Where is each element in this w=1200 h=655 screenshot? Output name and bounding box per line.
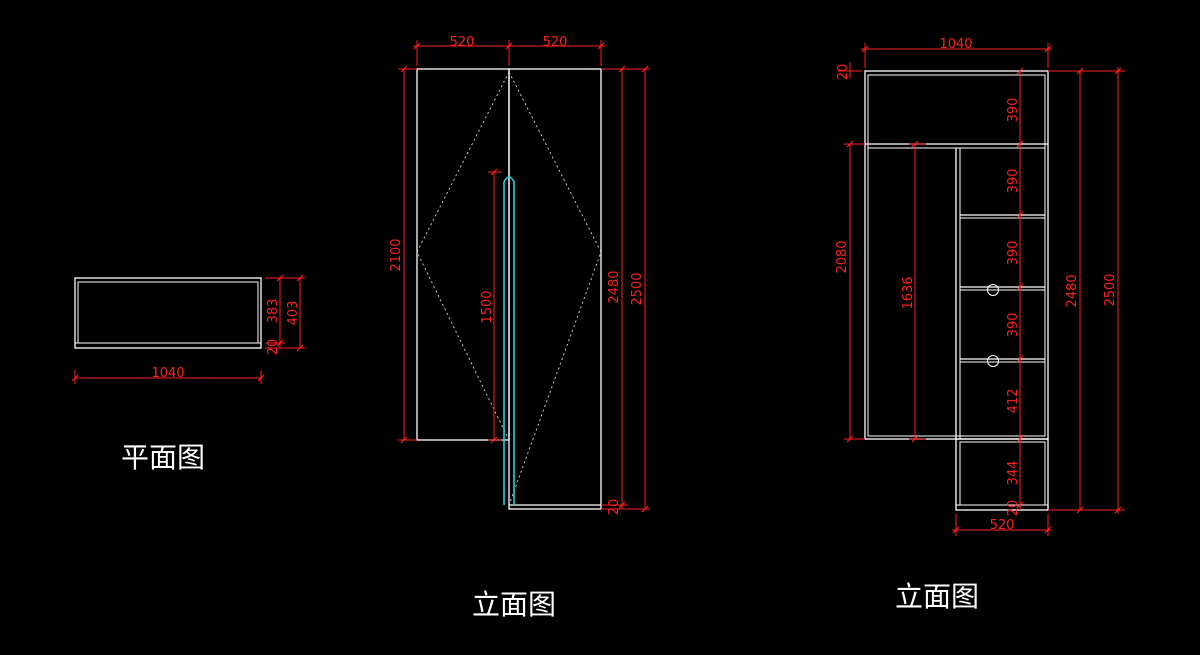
- section-top-panel-dim: 20: [836, 64, 851, 81]
- bottom-box: [955, 438, 1049, 511]
- right-door: [508, 68, 602, 510]
- plan-outline: [74, 277, 262, 349]
- shelf-5-dim: 412: [1006, 389, 1021, 414]
- upper-height-dim: 2100: [389, 238, 404, 271]
- front-elevation: 520 520 2100 1500 2480 2500 20 立面图: [389, 35, 650, 621]
- bottom-box-dim: 344: [1006, 461, 1021, 486]
- shelf-4-dim: 390: [1006, 313, 1021, 338]
- handle-length-dim: 1500: [480, 290, 495, 323]
- knob-2: [987, 355, 999, 367]
- plan-view: 1040 383 403 20 平面图: [71, 274, 305, 474]
- section-total-height-dim: 2500: [1103, 273, 1118, 306]
- section-bottom-width-dim: 520: [990, 518, 1015, 533]
- section-elevation-title: 立面图: [895, 580, 979, 613]
- right-door-swing: [508, 71, 602, 506]
- section-hanging-height-dim: 1636: [901, 276, 916, 309]
- plan-width-dim: 1040: [151, 366, 184, 381]
- shelf-1-dim: 390: [1006, 98, 1021, 123]
- left-door-swing: [416, 71, 510, 441]
- front-elevation-title: 立面图: [472, 588, 556, 621]
- section-bottom-panel-dim: 20: [1006, 500, 1021, 517]
- section-left-height-dim: 2080: [835, 240, 850, 273]
- section-width-dim: 1040: [939, 37, 972, 52]
- left-door: [416, 68, 510, 441]
- shelf-2-dim: 390: [1006, 169, 1021, 194]
- plan-depth-total-dim: 403: [286, 301, 301, 326]
- section-inner-height-dim: 2480: [1065, 274, 1080, 307]
- plan-title: 平面图: [121, 441, 205, 474]
- knob-1: [987, 284, 999, 296]
- right-door-width-dim: 520: [543, 35, 568, 50]
- front-total-height-dim: 2500: [630, 272, 645, 305]
- plan-back-dim: 20: [266, 339, 281, 356]
- plan-inner-outline: [77, 281, 259, 344]
- left-door-width-dim: 520: [450, 35, 475, 50]
- front-base-dim: 20: [607, 499, 622, 516]
- front-inner-height-dim: 2480: [607, 270, 622, 303]
- shelf-3-dim: 390: [1006, 241, 1021, 266]
- section-elevation: 1040 20 2080 1636 390 390 390 390 412 34: [835, 37, 1125, 613]
- door-handle: [503, 176, 515, 505]
- plan-depth-inner-dim: 383: [266, 299, 281, 324]
